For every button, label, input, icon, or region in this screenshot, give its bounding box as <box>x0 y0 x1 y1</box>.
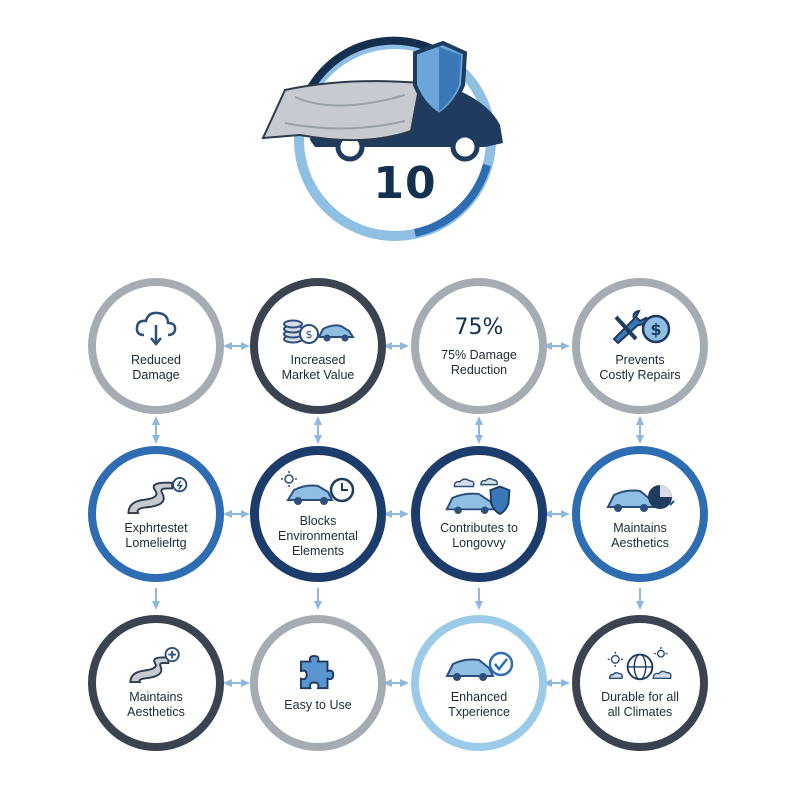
svg-text:$: $ <box>650 320 661 339</box>
node-contributes-to-longevity: Contributes to Longovvy <box>411 446 547 582</box>
node-label: Blocks Environmental Elements <box>278 513 358 558</box>
node-label: Maintains Aesthetics <box>611 521 669 550</box>
node-label: Contributes to Longovvy <box>440 521 518 550</box>
cloud-download-icon <box>135 311 177 346</box>
node-easy-to-use: Easy to Use <box>250 615 386 751</box>
node-label: Easy to Use <box>284 697 352 712</box>
car-check-icon <box>445 651 514 681</box>
node-damage-reduction: 75% 75% Damage Reduction <box>411 278 547 414</box>
node-maintains-aesthetics-1: Maintains Aesthetics <box>572 446 708 582</box>
wrench-dollar-icon: $ <box>612 309 671 345</box>
globe-weather-icon <box>607 646 672 681</box>
node-label: Increased Market Value <box>281 353 355 382</box>
node-blocks-environmental-elements: Blocks Environmental Elements <box>250 446 386 582</box>
car-shield-cloud-icon <box>445 477 511 515</box>
car-pie-icon <box>606 485 675 512</box>
node-label: Enhanced Txperience <box>448 690 510 719</box>
node-maintains-aesthetics-2: Maintains Aesthetics <box>88 615 224 751</box>
node-label: 75% Damage Reduction <box>441 347 517 377</box>
node-label: Exphrtestet Lomelielrtg <box>124 521 188 550</box>
node-increased-market-value: $ Increased Market Value <box>250 278 386 414</box>
node-durable-all-climates: Durable for all all Climates <box>572 615 708 751</box>
hero-emblem <box>261 36 503 241</box>
svg-text:$: $ <box>306 328 313 341</box>
car-sun-clock-icon <box>281 470 355 505</box>
stat-value: 75% <box>454 314 504 340</box>
node-reduced-damage: Reduced Damage <box>88 278 224 414</box>
node-label: Prevents Costly Repairs <box>599 353 681 382</box>
puzzle-icon <box>299 654 335 689</box>
node-label: Reduced Damage <box>130 353 182 382</box>
hero-number: 10 <box>373 158 437 209</box>
node-enhanced-experience: Enhanced Txperience <box>411 615 547 751</box>
node-label: Maintains Aesthetics <box>127 690 185 719</box>
node-label: Durable for all all Climates <box>601 690 679 719</box>
road-plus-icon <box>129 646 180 684</box>
node-expressway-longevity: Exphrtestet Lomelielrtg <box>88 446 224 582</box>
coins-car-icon: $ <box>283 319 355 344</box>
node-prevents-costly-repairs: $ Prevents Costly Repairs <box>572 278 708 414</box>
winding-road-icon <box>127 477 188 515</box>
